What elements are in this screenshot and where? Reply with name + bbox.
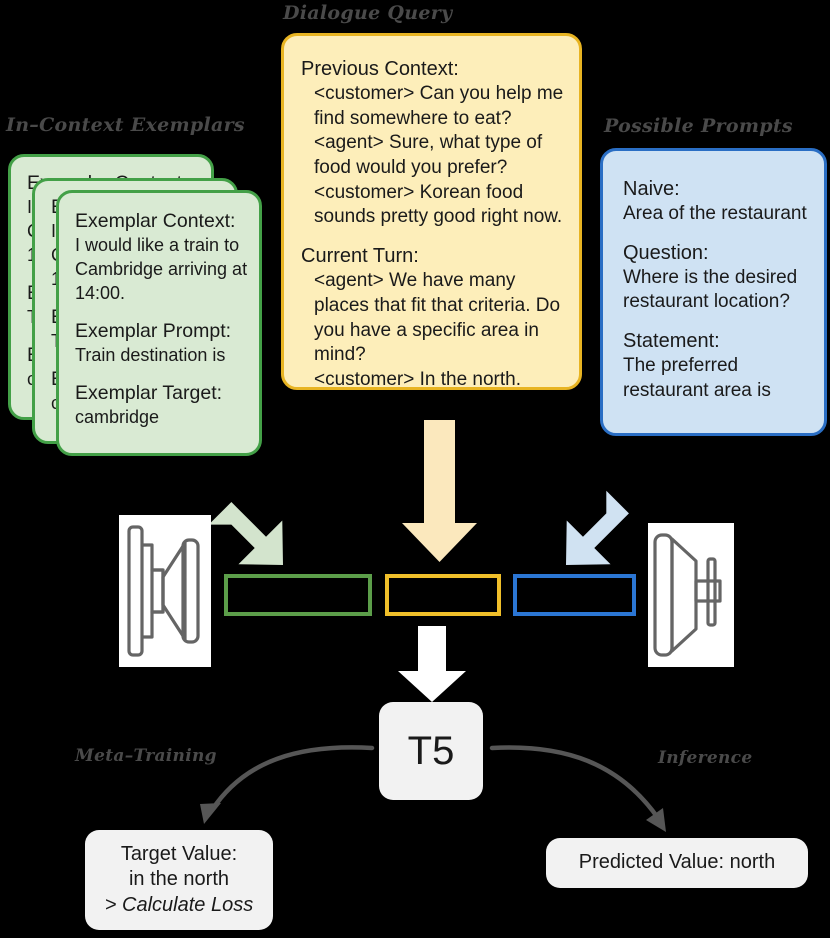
current-turn-label: Current Turn: (301, 245, 419, 268)
dialogue-query-card[interactable]: Previous Context: <customer> Can you hel… (281, 33, 582, 390)
exemplar-context-label: Exemplar Context: (75, 210, 236, 232)
statement-prompt-label: Statement: (623, 330, 720, 353)
dialogue-query-text: Previous Context: <customer> Can you hel… (301, 56, 573, 393)
previous-context-turn: <customer> Korean food sounds pretty goo… (314, 181, 563, 228)
naive-prompt-value: Area of the restaurant (623, 203, 807, 224)
exemplar-target-label: Exemplar Target: (75, 381, 223, 404)
exemplar-target-value: cambridge (75, 407, 160, 428)
exemplar-card-front[interactable]: Exemplar Context: I would like a train t… (56, 190, 262, 456)
caption-dialogue-query: Dialogue Query (283, 2, 453, 24)
predicted-value-text: Predicted Value: north (578, 851, 776, 874)
t5-model-label: T5 (407, 728, 455, 773)
dialogue-embedding-bar[interactable] (385, 574, 501, 616)
naive-prompt-label: Naive: (623, 178, 680, 200)
target-value-box[interactable]: Target Value: in the north > Calculate L… (85, 830, 273, 930)
arrow-prompts-to-encoder (566, 490, 629, 565)
arrow-dialogue-to-encoder (402, 420, 477, 562)
current-turn-utterance: <customer> In the north. (314, 368, 522, 390)
predicted-value-box[interactable]: Predicted Value: north (546, 838, 808, 888)
arrow-embeddings-to-t5 (398, 626, 466, 702)
arrow-t5-to-predicted-value (489, 745, 666, 832)
arrow-t5-to-target-value (200, 745, 375, 824)
t5-model-node[interactable]: T5 (379, 702, 483, 800)
caption-meta-training: Meta–Training (75, 746, 217, 766)
caption-inference: Inference (658, 748, 753, 768)
possible-prompts-card[interactable]: Naive: Area of the restaurant Question: … (600, 148, 827, 436)
exemplar-prompt-value: Train destination is (75, 345, 226, 366)
previous-context-label: Previous Context: (301, 58, 459, 80)
exemplar-context-value: I would like a train to Cambridge arrivi… (75, 235, 248, 303)
question-prompt-value: Where is the desired restaurant location… (623, 266, 798, 313)
decoder-funnel-glyph (653, 533, 722, 657)
exemplar-embedding-bar[interactable] (224, 574, 372, 616)
decoder-icon (648, 523, 734, 667)
exemplar-prompt-label: Exemplar Prompt: (75, 319, 232, 342)
previous-context-turn: <customer> Can you help me find somewher… (314, 83, 564, 129)
statement-prompt-value: The preferred restaurant area is (623, 355, 771, 401)
prompt-embedding-bar[interactable] (513, 574, 636, 616)
previous-context-turn: <agent> Sure, what type of food would yo… (314, 132, 543, 179)
possible-prompts-text: Naive: Area of the restaurant Question: … (623, 176, 819, 403)
calculate-loss-action: > Calculate Loss (104, 893, 254, 916)
target-value-label: Target Value: (120, 843, 238, 866)
arrow-exemplars-to-encoder (208, 502, 283, 565)
caption-possible-prompts: Possible Prompts (604, 115, 793, 137)
question-prompt-label: Question: (623, 241, 709, 264)
current-turn-utterance: <agent> We have many places that fit tha… (314, 270, 561, 366)
caption-in-context-exemplars: In–Context Exemplars (6, 114, 245, 136)
encoder-funnel-glyph (127, 525, 200, 657)
exemplar-card-front-text: Exemplar Context: I would like a train t… (75, 209, 255, 430)
target-value-text: in the north (128, 868, 230, 891)
encoder-icon (119, 515, 211, 667)
